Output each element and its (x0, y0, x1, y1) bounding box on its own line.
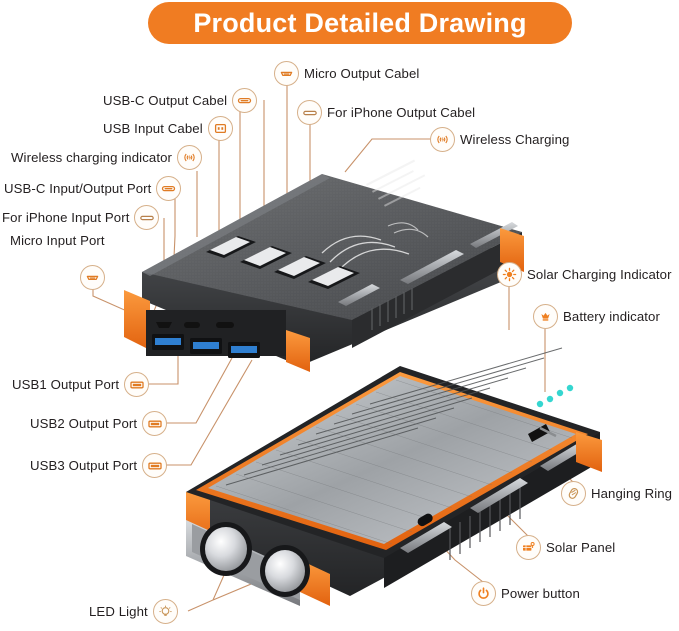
callout-for-iphone-output-cabel[interactable]: For iPhone Output Cabel (297, 100, 475, 125)
callout-label: Wireless charging indicator (11, 149, 173, 165)
solar-panel-icon (516, 535, 541, 560)
callout-usb-input-cabel[interactable]: USB Input Cabel (103, 116, 233, 141)
builtin-cables (206, 236, 360, 289)
usb-a-port-icon (142, 453, 168, 478)
callout-usb-c-input-output-port[interactable]: USB-C Input/Output Port (4, 176, 182, 201)
usb-c-icon (156, 176, 182, 201)
callout-label: Solar Panel (546, 539, 616, 555)
callout-label: USB-C Input/Output Port (4, 180, 152, 196)
callout-wireless-charging-indicator[interactable]: Wireless charging indicator (11, 145, 203, 170)
callout-label: USB-C Output Cabel (103, 92, 228, 108)
callout-usb1-output-port[interactable]: USB1 Output Port (12, 372, 150, 397)
callout-label: Power button (501, 585, 580, 601)
power-button-part (417, 513, 433, 527)
callout-battery-indicator[interactable]: Battery indicator (533, 304, 660, 329)
usb-a-port-icon (142, 411, 168, 436)
lightning-port-icon (297, 100, 322, 125)
callout-label: USB Input Cabel (103, 120, 203, 136)
callout-label: USB2 Output Port (30, 415, 138, 431)
port-bay-top-device (146, 310, 310, 372)
micro-usb-icon (80, 265, 105, 290)
callout-label: USB3 Output Port (30, 457, 138, 473)
battery-crown-icon (533, 304, 558, 329)
micro-usb-icon (274, 61, 299, 86)
callout-power-button[interactable]: Power button (471, 581, 580, 606)
callout-label: Micro Input Port (10, 233, 105, 248)
callout-label: Wireless Charging (460, 131, 570, 147)
usb-c-icon (232, 88, 258, 113)
callout-led-light[interactable]: LED Light (89, 599, 178, 624)
callout-label: Micro Output Cabel (304, 65, 420, 81)
callout-hanging-ring[interactable]: Hanging Ring (561, 481, 672, 506)
device-solar-power-bank (186, 347, 602, 606)
callout-micro-input-port[interactable]: Micro Input Port (10, 234, 105, 247)
usb-a-ports (152, 334, 260, 358)
callout-label: For iPhone Input Port (2, 209, 130, 225)
wireless-waves-icon (177, 145, 203, 170)
callout-label: Hanging Ring (591, 485, 673, 501)
led-flashlight (186, 520, 310, 606)
callout-label: Battery indicator (563, 308, 660, 324)
bulb-icon (152, 599, 178, 624)
callout-wireless-charging[interactable]: Wireless Charging (430, 127, 569, 152)
sun-icon (497, 262, 522, 287)
callout-label: LED Light (89, 603, 148, 619)
callout-usb-c-output-cabel[interactable]: USB-C Output Cabel (103, 88, 258, 113)
callout-micro-output-cabel[interactable]: Micro Output Cabel (274, 61, 419, 86)
callout-usb2-output-port[interactable]: USB2 Output Port (30, 411, 168, 436)
device-top-power-bank (124, 159, 524, 372)
hanging-ring-part (528, 424, 557, 442)
power-icon (471, 581, 496, 606)
callout-label: Solar Charging Indicator (527, 266, 672, 282)
usb-a-square-icon (207, 116, 233, 141)
page-title: Product Detailed Drawing (193, 7, 527, 38)
callout-solar-panel[interactable]: Solar Panel (516, 535, 615, 560)
usb-a-port-icon (124, 372, 150, 397)
wireless-waves-icon (430, 127, 455, 152)
battery-indicator-leds (536, 384, 574, 408)
lightning-port-icon (134, 205, 160, 230)
callout-label: USB1 Output Port (12, 376, 120, 392)
callout-for-iphone-input-port[interactable]: For iPhone Input Port (2, 205, 160, 230)
carabiner-icon (561, 481, 586, 506)
callout-solar-charging-indicator[interactable]: Solar Charging Indicator (497, 262, 672, 287)
page-title-banner: Product Detailed Drawing (148, 2, 572, 44)
callout-label: For iPhone Output Cabel (327, 104, 476, 120)
callout-usb3-output-port[interactable]: USB3 Output Port (30, 453, 168, 478)
